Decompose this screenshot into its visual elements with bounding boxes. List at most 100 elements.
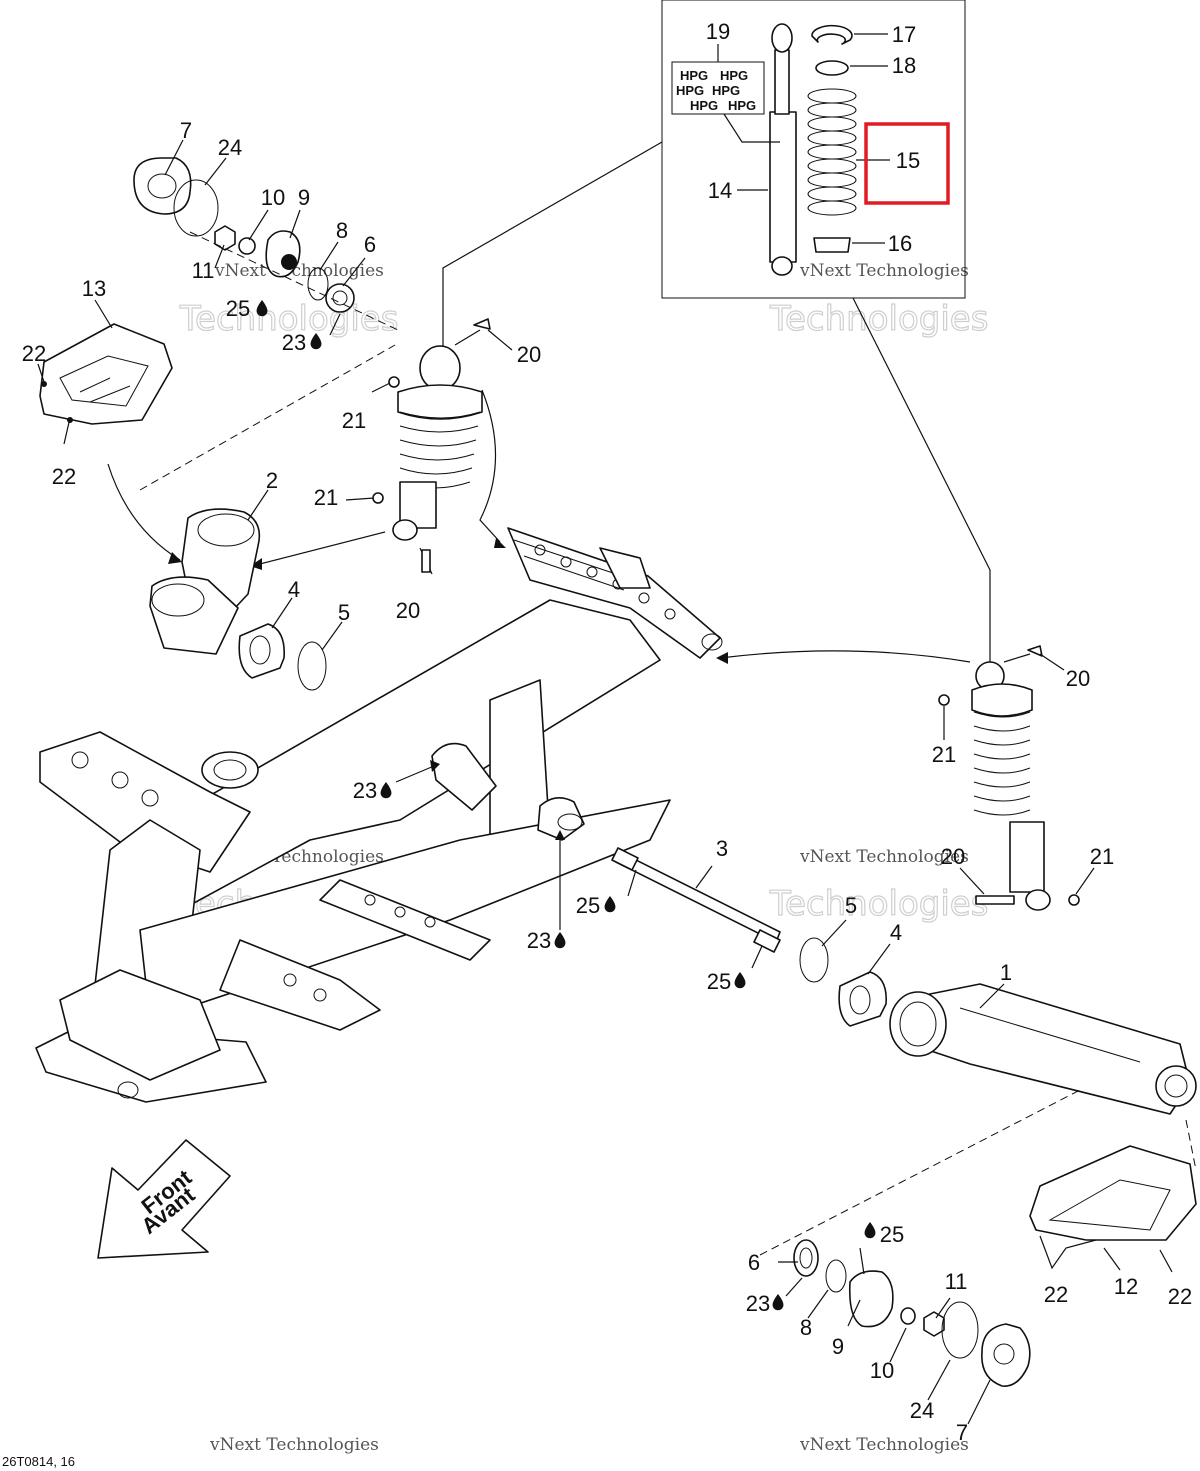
nut-11 (214, 225, 236, 251)
callout-21-right-bottom: 21 (1090, 844, 1114, 869)
callout-21-right-top: 21 (932, 742, 956, 767)
callout-24-top: 24 (218, 135, 242, 160)
callout-20-top: 20 (517, 342, 541, 367)
oil-drop-icon (256, 300, 268, 317)
spring-stopper-16 (813, 237, 851, 253)
oil-drop-icon (864, 1222, 876, 1239)
nut-11 (923, 1311, 945, 1337)
inset-leader-right (852, 297, 991, 665)
watermark-big: Technologies (179, 299, 398, 339)
callout-5-right: 5 (845, 893, 857, 918)
callout-23-shaft: 23 (527, 928, 551, 953)
seal-6 (793, 1239, 819, 1277)
oil-drop-icon (772, 1294, 784, 1311)
washer-10 (900, 1307, 916, 1325)
callout-25-shaft: 25 (707, 969, 731, 994)
arrow-13 (107, 463, 181, 561)
seal-6 (325, 283, 355, 313)
callout-21-top: 21 (342, 408, 366, 433)
callout-22-left-top: 22 (22, 341, 46, 366)
spring-15 (807, 88, 857, 216)
callout-16: 16 (888, 231, 912, 256)
callout-8-top: 8 (336, 218, 348, 243)
callout-20-right-top: 20 (1066, 666, 1090, 691)
callout-15: 15 (896, 148, 920, 173)
shock-body-14 (769, 111, 797, 263)
watermark-text: vNext Technologies (799, 1435, 969, 1455)
front-direction-arrow: Front Avant (97, 1139, 231, 1259)
dash-leader-right (1185, 1119, 1197, 1171)
dash-leader-hub (139, 344, 396, 491)
pivot-bracket-2 (149, 489, 269, 655)
callout-13: 13 (82, 276, 106, 301)
oil-drop-symbols (256, 300, 876, 1311)
shock-inset: HPG HPG HPG HPG HPG HPG (661, 0, 966, 299)
callout-21-mid: 21 (314, 485, 338, 510)
callout-7-top: 7 (180, 118, 192, 143)
oil-drop-icon (554, 932, 566, 949)
svg-text:HPG: HPG (712, 83, 740, 98)
spring-seat-18 (815, 60, 849, 76)
callout-2: 2 (266, 468, 278, 493)
callout-24-bottom: 24 (910, 1398, 934, 1423)
callout-7-bottom: 7 (956, 1420, 968, 1445)
watermark-big: Technologies (769, 884, 988, 924)
bushing-4-left (238, 597, 293, 679)
callout-5-left: 5 (338, 600, 350, 625)
callout-3: 3 (716, 836, 728, 861)
callout-20-right-bottom: 20 (941, 844, 965, 869)
callout-4-left: 4 (288, 577, 300, 602)
callout-23-bottom: 23 (746, 1291, 770, 1316)
callout-10-top: 10 (261, 185, 285, 210)
swing-arm-1 (889, 983, 1197, 1115)
ring-5-left (297, 621, 343, 691)
right-hub-assembly (778, 1239, 1031, 1425)
washer-10 (238, 237, 256, 255)
shock-eyelet-top (771, 23, 793, 53)
snap-ring-24 (941, 1301, 979, 1359)
oil-drop-icon (734, 972, 746, 989)
callout-4-right: 4 (890, 920, 902, 945)
bushing-4-right (838, 943, 891, 1027)
shaft-3 (611, 847, 781, 969)
frame (35, 527, 723, 1103)
callout-22-right-a: 22 (1044, 1282, 1068, 1307)
callout-22-right-b: 22 (1168, 1284, 1192, 1309)
callout-1: 1 (1000, 960, 1012, 985)
seal-8 (825, 1259, 847, 1293)
callout-8-bottom: 8 (800, 1315, 812, 1340)
callouts: 19 17 18 15 14 16 7 24 10 9 8 6 11 25 23… (22, 19, 1192, 1445)
watermark-text: vNext Technologies (209, 1435, 379, 1455)
highlight-box-part-15 (864, 122, 950, 205)
callout-23-top: 23 (282, 330, 306, 355)
skid-plate-12 (1029, 1145, 1197, 1273)
callout-11-bottom: 11 (945, 1269, 968, 1294)
svg-text:HPG: HPG (728, 98, 756, 113)
callout-25-top: 25 (226, 296, 250, 321)
watermarks: Technologies Technologies Technologies T… (178, 261, 989, 1455)
callout-18: 18 (892, 53, 916, 78)
callout-22-left-bottom: 22 (52, 464, 76, 489)
dash-leader-right (759, 1089, 1081, 1256)
shock-eyelet-bottom (771, 256, 793, 276)
hub-7 (133, 157, 192, 215)
hub-7 (981, 1323, 1031, 1387)
shock-absorber-right (716, 645, 1095, 911)
callout-9-top: 9 (298, 185, 310, 210)
snap-ring-24 (173, 179, 219, 237)
callout-19: 19 (706, 19, 730, 44)
svg-text:HPG: HPG (680, 68, 708, 83)
drawing-code: 26T0814, 16 (2, 1454, 75, 1469)
callout-20-mid: 20 (396, 598, 420, 623)
left-hub-assembly (133, 139, 399, 336)
callout-14: 14 (708, 178, 732, 203)
svg-text:HPG: HPG (676, 83, 704, 98)
callout-23-mid: 23 (353, 778, 377, 803)
watermark-text: vNext Technologies (799, 261, 969, 281)
watermark-text: vNext Technologies (214, 261, 384, 281)
callout-25-mid: 25 (576, 893, 600, 918)
callout-11-top: 11 (192, 258, 215, 283)
callout-25-bottom: 25 (880, 1222, 904, 1247)
shock-absorber-left (250, 318, 513, 575)
